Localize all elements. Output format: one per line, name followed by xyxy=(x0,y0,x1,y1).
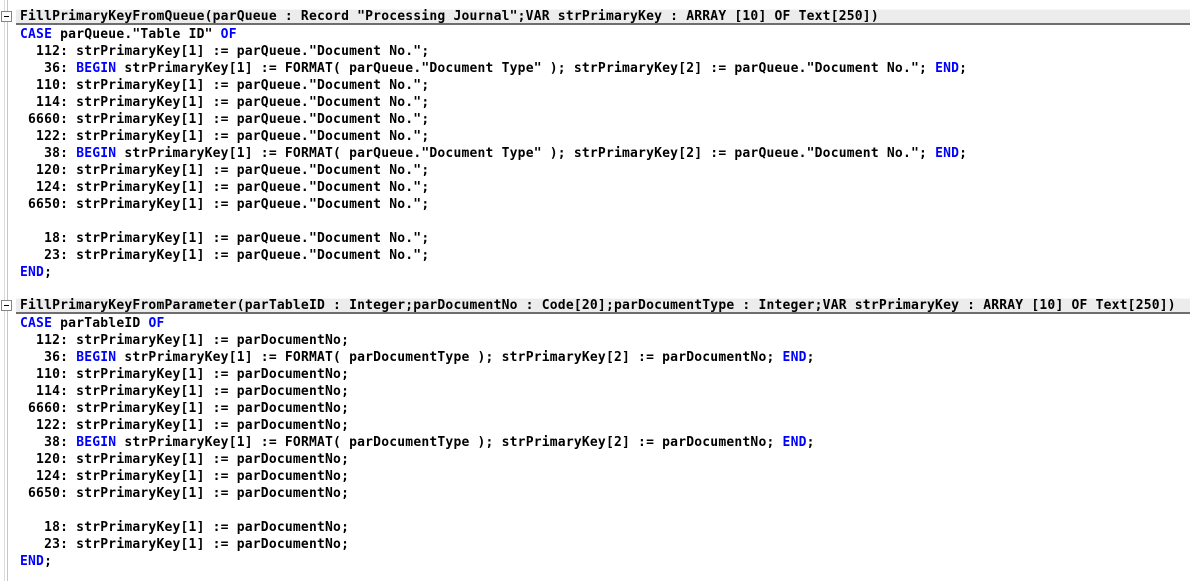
keyword-token: CASE xyxy=(20,316,53,331)
keyword-token: BEGIN xyxy=(76,350,117,365)
code-token: parTableID xyxy=(52,316,149,331)
code-line[interactable]: 38: BEGIN strPrimaryKey[1] := FORMAT( pa… xyxy=(0,434,1190,451)
keyword-token: BEGIN xyxy=(76,435,117,450)
code-token: 6650: strPrimaryKey[1] := parDocumentNo; xyxy=(20,486,350,501)
gutter-line xyxy=(4,0,5,581)
code-token: 124: strPrimaryKey[1] := parQueue."Docum… xyxy=(20,180,430,195)
code-token: 114: strPrimaryKey[1] := parDocumentNo; xyxy=(20,384,350,399)
keyword-token: OF xyxy=(148,316,165,331)
code-token: 6660: strPrimaryKey[1] := parDocumentNo; xyxy=(20,401,350,416)
code-token: 112: strPrimaryKey[1] := parDocumentNo; xyxy=(20,333,350,348)
code-token: 6650: strPrimaryKey[1] := parQueue."Docu… xyxy=(20,197,430,212)
code-token: parQueue."Table ID" xyxy=(52,27,221,42)
code-token: 23: strPrimaryKey[1] := parDocumentNo; xyxy=(20,537,350,552)
code-token: ; xyxy=(44,265,53,280)
code-token: 6660: strPrimaryKey[1] := parQueue."Docu… xyxy=(20,112,430,127)
code-line[interactable]: 112: strPrimaryKey[1] := parDocumentNo; xyxy=(0,332,1190,349)
keyword-token: CASE xyxy=(20,27,53,42)
code-line[interactable]: 112: strPrimaryKey[1] := parQueue."Docum… xyxy=(0,43,1190,60)
code-line[interactable]: 110: strPrimaryKey[1] := parDocumentNo; xyxy=(0,366,1190,383)
collapse-minus-icon[interactable] xyxy=(1,11,12,22)
minus-glyph xyxy=(4,305,9,306)
code-token: ; xyxy=(959,61,968,76)
function-signature: FillPrimaryKeyFromQueue(parQueue : Recor… xyxy=(20,9,879,24)
code-line[interactable]: 18: strPrimaryKey[1] := parQueue."Docume… xyxy=(0,230,1190,247)
blank-line[interactable] xyxy=(0,502,1190,519)
code-line[interactable]: 6650: strPrimaryKey[1] := parQueue."Docu… xyxy=(0,196,1190,213)
function-header: FillPrimaryKeyFromQueue(parQueue : Recor… xyxy=(0,9,1190,26)
keyword-token: BEGIN xyxy=(76,146,117,161)
code-token: strPrimaryKey[1] := FORMAT( parQueue."Do… xyxy=(116,146,936,161)
code-token: 36: xyxy=(20,61,77,76)
keyword-token: END xyxy=(782,435,807,450)
code-token: 114: strPrimaryKey[1] := parQueue."Docum… xyxy=(20,95,430,110)
code-line[interactable]: 6660: strPrimaryKey[1] := parDocumentNo; xyxy=(0,400,1190,417)
code-token: 18: strPrimaryKey[1] := parQueue."Docume… xyxy=(20,231,430,246)
code-token: ; xyxy=(959,146,968,161)
gutter-line xyxy=(7,0,8,581)
code-line[interactable]: 18: strPrimaryKey[1] := parDocumentNo; xyxy=(0,519,1190,536)
keyword-token: END xyxy=(782,350,807,365)
keyword-token: END xyxy=(935,146,960,161)
code-line[interactable]: 120: strPrimaryKey[1] := parQueue."Docum… xyxy=(0,162,1190,179)
code-token: 38: xyxy=(20,435,77,450)
function-header-band xyxy=(16,9,1190,25)
keyword-token: END xyxy=(20,554,45,569)
code-token: 38: xyxy=(20,146,77,161)
code-line[interactable]: END; xyxy=(0,553,1190,570)
code-line[interactable]: 23: strPrimaryKey[1] := parDocumentNo; xyxy=(0,536,1190,553)
code-line[interactable]: 110: strPrimaryKey[1] := parQueue."Docum… xyxy=(0,77,1190,94)
code-token: strPrimaryKey[1] := FORMAT( parDocumentT… xyxy=(116,435,783,450)
code-token: 23: strPrimaryKey[1] := parQueue."Docume… xyxy=(20,248,430,263)
code-line[interactable]: 36: BEGIN strPrimaryKey[1] := FORMAT( pa… xyxy=(0,349,1190,366)
functions-container: FillPrimaryKeyFromQueue(parQueue : Recor… xyxy=(0,9,1190,581)
code-token: 120: strPrimaryKey[1] := parQueue."Docum… xyxy=(20,163,430,178)
code-token: ; xyxy=(806,350,815,365)
code-token: ; xyxy=(44,554,53,569)
blank-line[interactable] xyxy=(0,213,1190,230)
code-token: 124: strPrimaryKey[1] := parDocumentNo; xyxy=(20,469,350,484)
code-token: ; xyxy=(806,435,815,450)
code-line[interactable]: 122: strPrimaryKey[1] := parDocumentNo; xyxy=(0,417,1190,434)
code-line[interactable]: 114: strPrimaryKey[1] := parQueue."Docum… xyxy=(0,94,1190,111)
code-line[interactable]: 122: strPrimaryKey[1] := parQueue."Docum… xyxy=(0,128,1190,145)
code-token: 110: strPrimaryKey[1] := parQueue."Docum… xyxy=(20,78,430,93)
code-token: 36: xyxy=(20,350,77,365)
code-line[interactable]: CASE parTableID OF xyxy=(0,315,1190,332)
keyword-token: END xyxy=(935,61,960,76)
code-token: 110: strPrimaryKey[1] := parDocumentNo; xyxy=(20,367,350,382)
code-token: 122: strPrimaryKey[1] := parQueue."Docum… xyxy=(20,129,430,144)
code-line[interactable]: 23: strPrimaryKey[1] := parQueue."Docume… xyxy=(0,247,1190,264)
code-line[interactable]: 6660: strPrimaryKey[1] := parQueue."Docu… xyxy=(0,111,1190,128)
code-token: 112: strPrimaryKey[1] := parQueue."Docum… xyxy=(20,44,430,59)
blank-line xyxy=(0,281,1190,298)
keyword-token: END xyxy=(20,265,45,280)
code-token: 122: strPrimaryKey[1] := parDocumentNo; xyxy=(20,418,350,433)
blank-line xyxy=(0,570,1190,581)
function-header-band xyxy=(16,298,1190,314)
code-line[interactable]: 6650: strPrimaryKey[1] := parDocumentNo; xyxy=(0,485,1190,502)
code-token: strPrimaryKey[1] := FORMAT( parQueue."Do… xyxy=(116,61,936,76)
keyword-token: BEGIN xyxy=(76,61,117,76)
function-signature: FillPrimaryKeyFromParameter(parTableID :… xyxy=(20,298,1176,313)
code-line[interactable]: 124: strPrimaryKey[1] := parDocumentNo; xyxy=(0,468,1190,485)
collapse-minus-icon[interactable] xyxy=(1,300,12,311)
code-token: 18: strPrimaryKey[1] := parDocumentNo; xyxy=(20,520,350,535)
code-line[interactable]: 120: strPrimaryKey[1] := parDocumentNo; xyxy=(0,451,1190,468)
minus-glyph xyxy=(4,16,9,17)
code-line[interactable]: CASE parQueue."Table ID" OF xyxy=(0,26,1190,43)
code-token: strPrimaryKey[1] := FORMAT( parDocumentT… xyxy=(116,350,783,365)
code-line[interactable]: 38: BEGIN strPrimaryKey[1] := FORMAT( pa… xyxy=(0,145,1190,162)
code-line[interactable]: 114: strPrimaryKey[1] := parDocumentNo; xyxy=(0,383,1190,400)
function-header: FillPrimaryKeyFromParameter(parTableID :… xyxy=(0,298,1190,315)
code-token: 120: strPrimaryKey[1] := parDocumentNo; xyxy=(20,452,350,467)
code-line[interactable]: 124: strPrimaryKey[1] := parQueue."Docum… xyxy=(0,179,1190,196)
code-line[interactable]: END; xyxy=(0,264,1190,281)
code-line[interactable]: 36: BEGIN strPrimaryKey[1] := FORMAT( pa… xyxy=(0,60,1190,77)
keyword-token: OF xyxy=(220,27,237,42)
